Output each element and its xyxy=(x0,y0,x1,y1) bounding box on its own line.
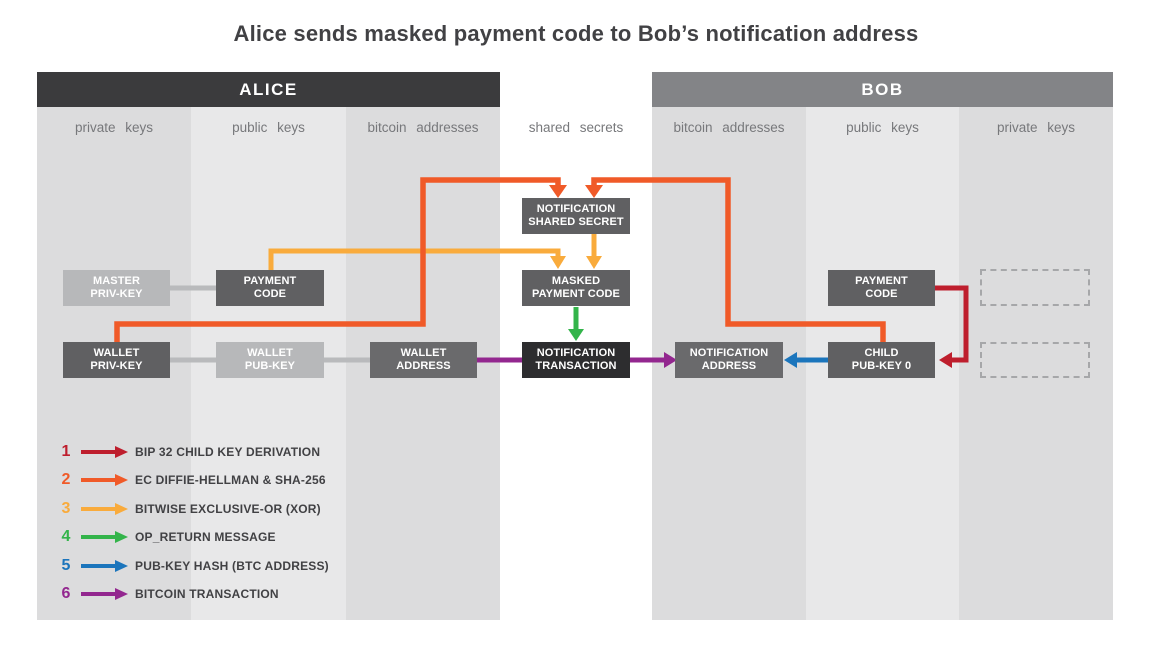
diagram-title: Alice sends masked payment code to Bob’s… xyxy=(233,21,919,46)
arrow-op-return xyxy=(568,307,584,341)
ecdh-arrowhead-bob xyxy=(585,185,603,198)
bob-hidden-priv-key-box-1 xyxy=(980,269,1090,306)
legend-number: 6 xyxy=(61,585,71,602)
child-pub-key-0-box: CHILD PUB-KEY 0 xyxy=(828,342,935,378)
bob-bitcoin-addresses-label: bitcoin addresses xyxy=(673,120,785,135)
wallet-pub-key-box: WALLET PUB-KEY xyxy=(216,342,324,378)
legend-arrow-icon xyxy=(81,588,128,600)
legend-arrow-icon xyxy=(81,560,128,572)
legend-number: 1 xyxy=(61,443,71,460)
notification-address-box: NOTIFICATION ADDRESS xyxy=(675,342,783,378)
bob-hidden-priv-key-box-2 xyxy=(980,342,1090,378)
legend-label: BIP 32 CHILD KEY DERIVATION xyxy=(135,445,321,459)
masked-payment-code-box: MASKED PAYMENT CODE xyxy=(522,270,630,306)
legend-item-bip32: 1 BIP 32 CHILD KEY DERIVATION xyxy=(55,442,320,462)
alice-public-keys-label: public keys xyxy=(232,120,305,135)
shared-secrets-label: shared secrets xyxy=(528,120,624,135)
legend-label: PUB-KEY HASH (BTC ADDRESS) xyxy=(135,559,329,573)
legend-number: 4 xyxy=(61,528,71,545)
bob-private-keys-label: private keys xyxy=(996,120,1076,135)
master-priv-key-box: MASTER PRIV-KEY xyxy=(63,270,170,306)
op-return-arrowhead xyxy=(568,329,584,341)
bob-panel-header: BOB xyxy=(652,72,1113,107)
alice-payment-code-box: PAYMENT CODE xyxy=(216,270,324,306)
bob-payment-code-box: PAYMENT CODE xyxy=(828,270,935,306)
legend-label: BITWISE EXCLUSIVE-OR (XOR) xyxy=(135,502,321,516)
legend-number: 2 xyxy=(61,471,71,488)
legend-item-bitcoin-transaction: 6 BITCOIN TRANSACTION xyxy=(55,584,279,604)
alice-bitcoin-addresses-label: bitcoin addresses xyxy=(367,120,479,135)
xor-arrowhead-right xyxy=(586,256,602,269)
wallet-priv-key-box: WALLET PRIV-KEY xyxy=(63,342,170,378)
legend-item-xor: 3 BITWISE EXCLUSIVE-OR (XOR) xyxy=(55,499,321,519)
legend-label: BITCOIN TRANSACTION xyxy=(135,587,279,601)
xor-arrowhead-left xyxy=(550,256,566,269)
legend-item-op-return: 4 OP_RETURN MESSAGE xyxy=(55,527,276,547)
legend-number: 3 xyxy=(61,500,71,517)
notification-shared-secret-box: NOTIFICATION SHARED SECRET xyxy=(522,198,630,234)
legend-arrow-icon xyxy=(81,531,128,543)
legend-arrow-icon xyxy=(81,446,128,458)
legend-item-ecdh: 2 EC DIFFIE-HELLMAN & SHA-256 xyxy=(55,470,326,490)
legend-label: EC DIFFIE-HELLMAN & SHA-256 xyxy=(135,473,326,487)
alice-private-keys-label: private keys xyxy=(74,120,154,135)
legend-item-pubkey-hash: 5 PUB-KEY HASH (BTC ADDRESS) xyxy=(55,556,329,576)
legend-number: 5 xyxy=(61,557,71,574)
wallet-address-box: WALLET ADDRESS xyxy=(370,342,477,378)
notification-transaction-box: NOTIFICATION TRANSACTION xyxy=(522,342,630,378)
bob-private-keys-column xyxy=(959,107,1113,620)
alice-panel-header: ALICE xyxy=(37,72,500,107)
ecdh-arrowhead-alice xyxy=(549,185,567,198)
legend-arrow-icon xyxy=(81,474,128,486)
legend-label: OP_RETURN MESSAGE xyxy=(135,530,276,544)
bob-public-keys-label: public keys xyxy=(846,120,919,135)
legend-arrow-icon xyxy=(81,503,128,515)
